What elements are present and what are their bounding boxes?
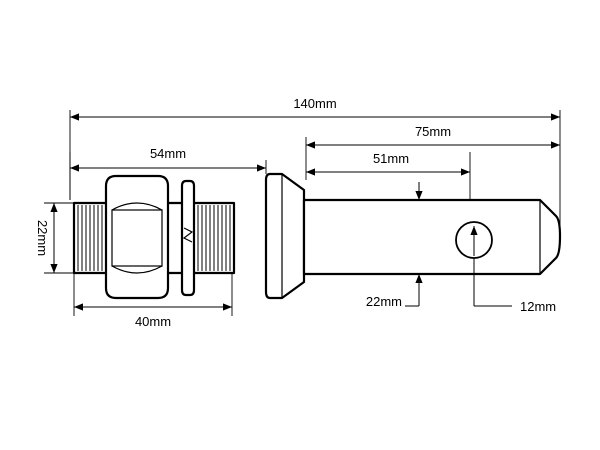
label-pin-length: 75mm (415, 124, 451, 139)
label-nut-section: 40mm (135, 314, 171, 329)
collar (264, 172, 306, 300)
dimension-thread-length: 54mm (69, 146, 267, 200)
label-hole-distance: 51mm (373, 151, 409, 166)
pin-body (302, 198, 562, 276)
label-pin-diameter: 22mm (366, 294, 402, 309)
label-hole-diameter: 12mm (520, 299, 556, 314)
label-thread-length: 54mm (150, 146, 186, 161)
thread-lines (77, 205, 231, 271)
dimension-overall-length: 140mm (69, 96, 561, 232)
dimension-nut-section: 40mm (73, 273, 233, 329)
dimension-pin-diameter: 22mm (366, 182, 423, 309)
dimension-thread-diameter: 22mm (35, 202, 74, 274)
dimension-hole-distance: 51mm (306, 151, 471, 200)
label-thread-diameter: 22mm (35, 220, 50, 256)
label-overall-length: 140mm (293, 96, 336, 111)
hex-nut (104, 174, 170, 300)
dimension-hole-diameter: 12mm (473, 258, 556, 314)
washer (180, 179, 196, 297)
